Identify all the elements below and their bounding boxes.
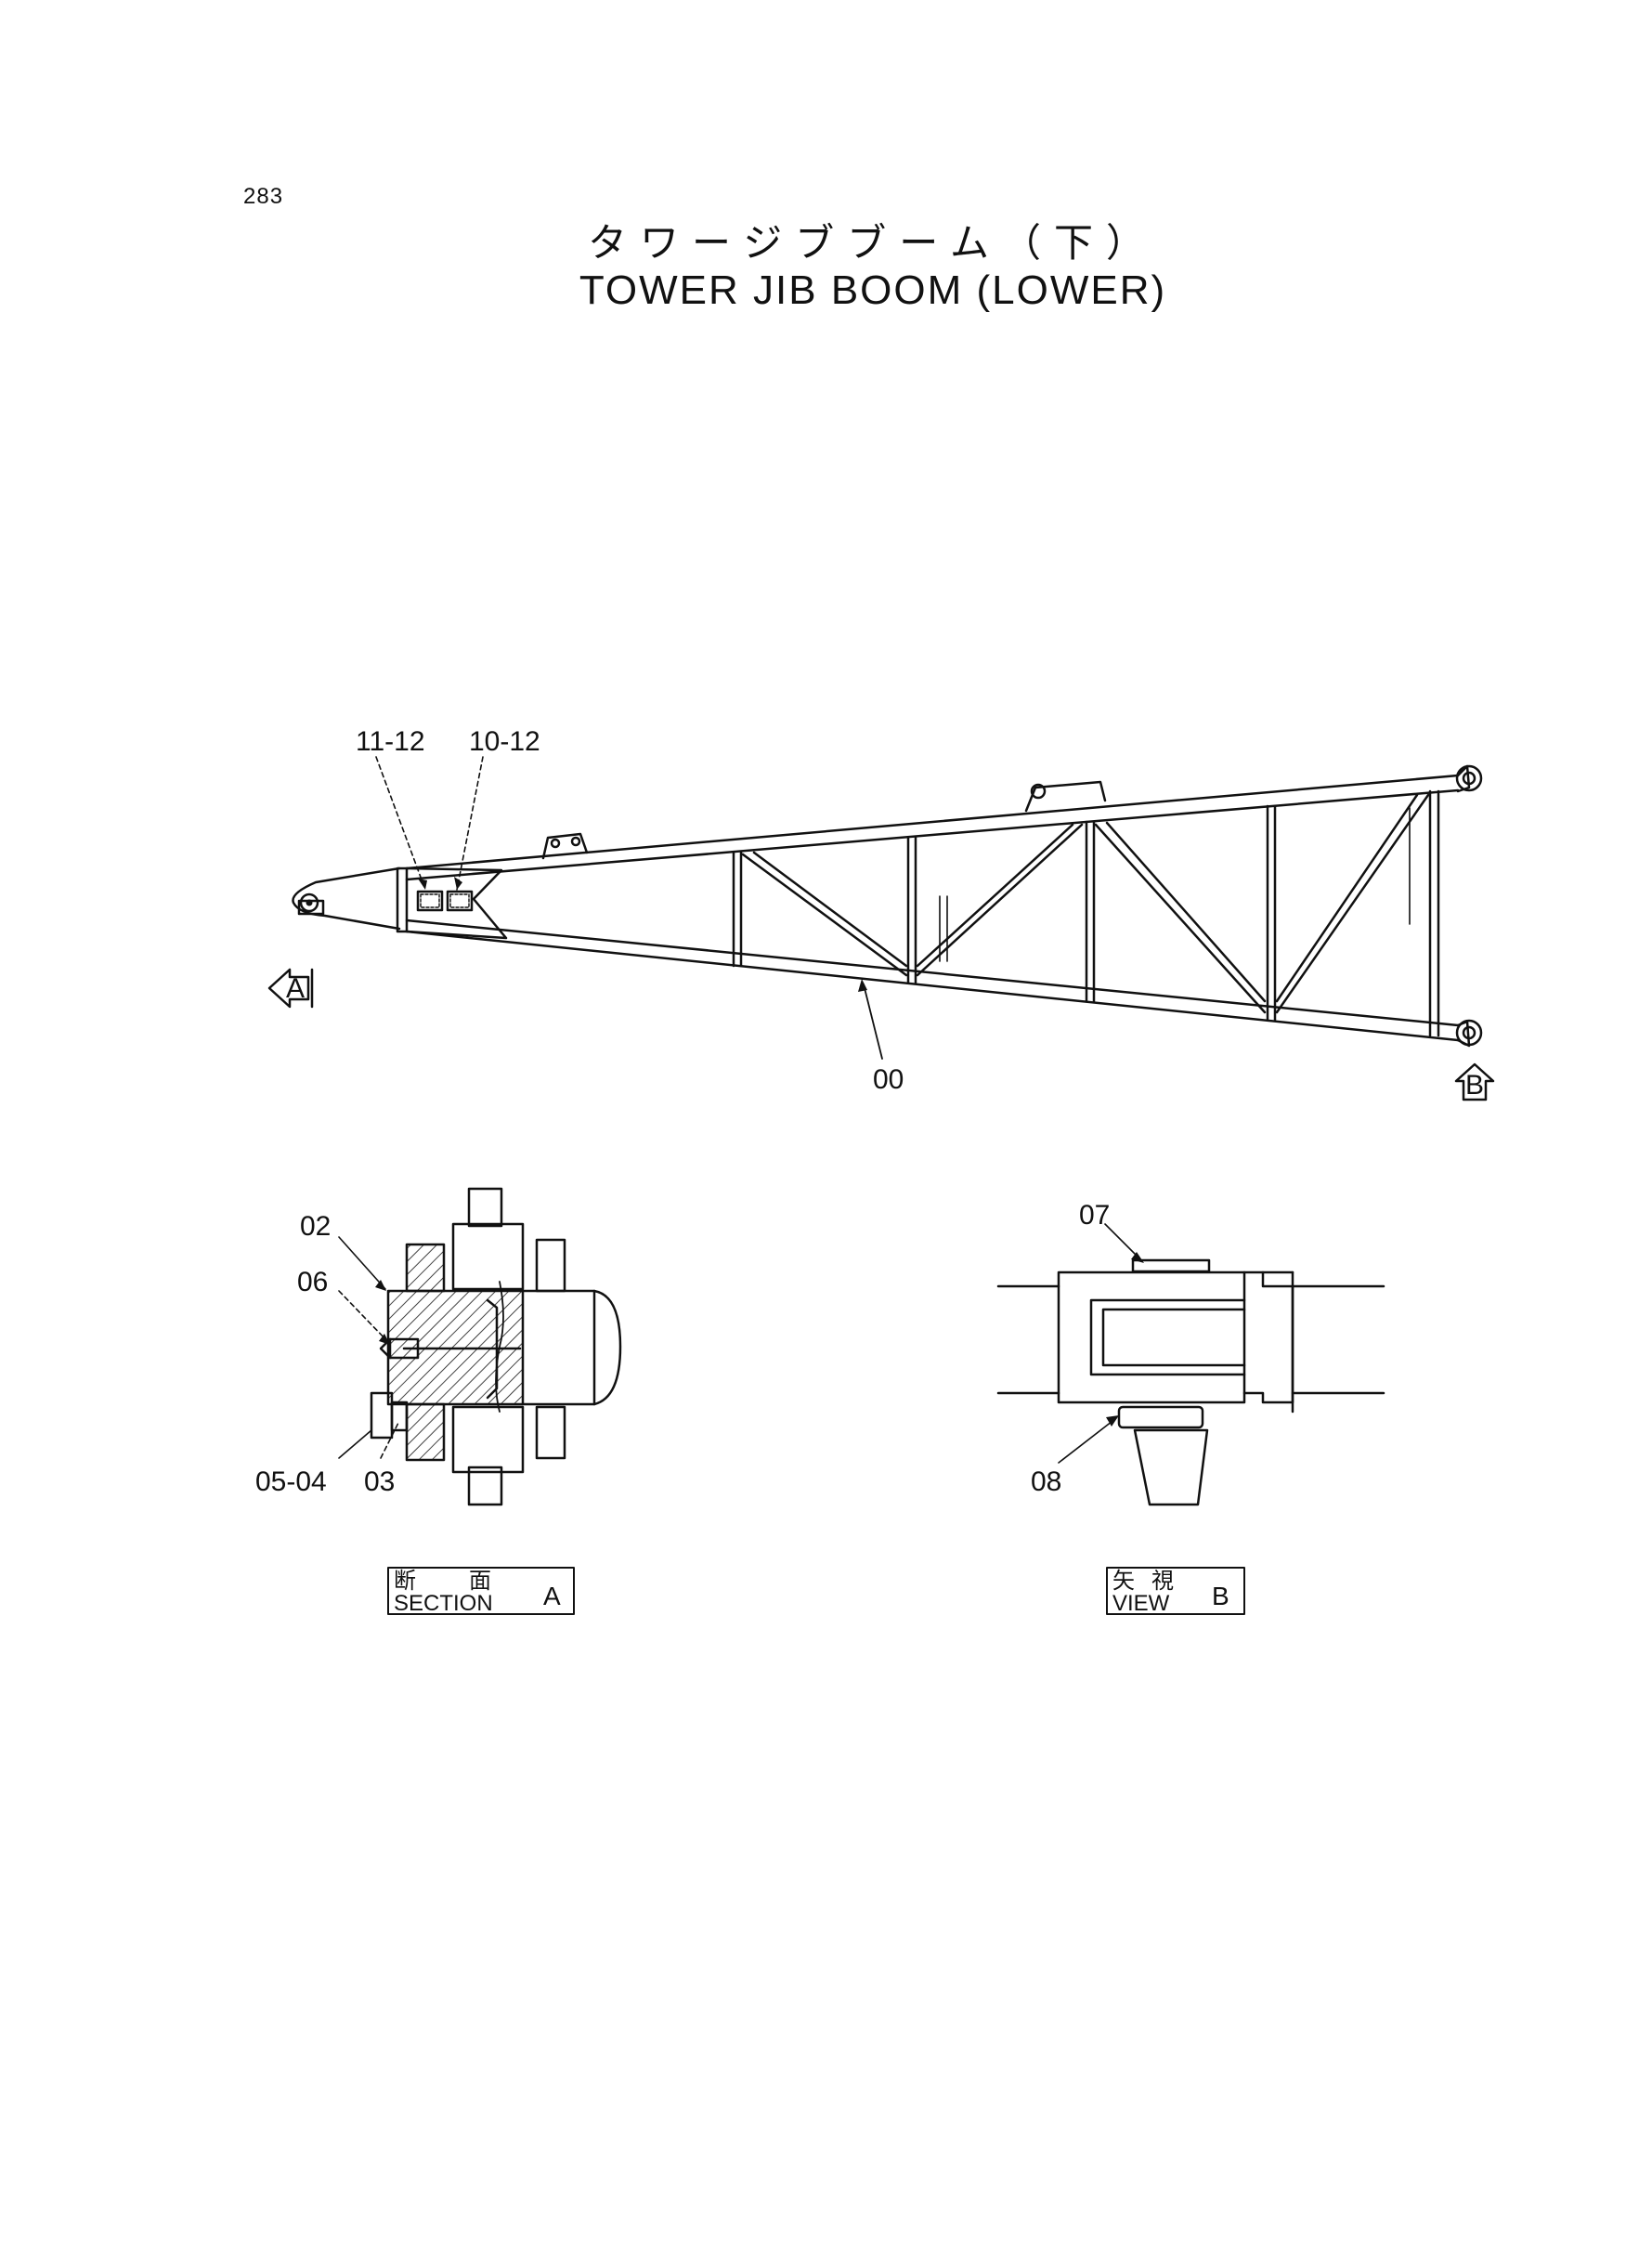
main-leaders (375, 756, 484, 891)
callout-10-12: 10-12 (469, 726, 540, 757)
svg-text:面: 面 (469, 1568, 491, 1594)
callout-07: 07 (1079, 1200, 1110, 1231)
callout-08: 08 (1031, 1466, 1061, 1497)
section-a-caption: 断 面 SECTION A (387, 1567, 575, 1616)
top-lug-1 (541, 832, 589, 860)
view-marker-a-label: A (286, 973, 305, 1004)
marking-plate-10-12 (446, 890, 474, 912)
view-b-caption: 矢 視 VIEW B (1106, 1567, 1245, 1616)
title-japanese: タワージブブーム（下） (588, 220, 1158, 266)
bottom-chord (405, 919, 1460, 1042)
top-lug-2 (1024, 780, 1107, 813)
callout-06: 06 (297, 1267, 328, 1297)
svg-text:矢: 矢 (1112, 1568, 1135, 1594)
chevron-plate (405, 866, 508, 940)
svg-text:視: 視 (1151, 1568, 1174, 1594)
boom-nose-pin (299, 892, 319, 913)
section-a-detail (370, 1187, 622, 1506)
callout-03: 03 (364, 1466, 395, 1497)
callout-11-12: 11-12 (356, 726, 425, 757)
view-marker-b-label: B (1465, 1070, 1484, 1101)
view-b-detail (996, 1258, 1385, 1506)
boom-verticals (732, 789, 1440, 1037)
boom-diagonals (741, 793, 1430, 1014)
svg-text:VIEW: VIEW (1112, 1591, 1170, 1616)
marking-plate-11-12 (416, 890, 444, 912)
view-marker-b: B (1454, 1062, 1495, 1101)
callout-00: 00 (873, 1064, 904, 1095)
page-number: 283 (243, 184, 284, 209)
callout-05-04: 05-04 (255, 1466, 327, 1497)
svg-text:SECTION: SECTION (394, 1591, 493, 1616)
boom-nose (292, 866, 401, 931)
boom-assembly (292, 764, 1483, 1048)
svg-text:A: A (543, 1582, 561, 1610)
title-english: TOWER JIB BOOM (LOWER) (579, 267, 1167, 313)
top-chord (405, 774, 1460, 881)
svg-text:断: 断 (394, 1568, 416, 1594)
svg-text:B: B (1212, 1582, 1229, 1610)
callout-02: 02 (300, 1211, 331, 1242)
boom-end-plate (396, 866, 409, 933)
view-marker-a: A (267, 968, 314, 1009)
